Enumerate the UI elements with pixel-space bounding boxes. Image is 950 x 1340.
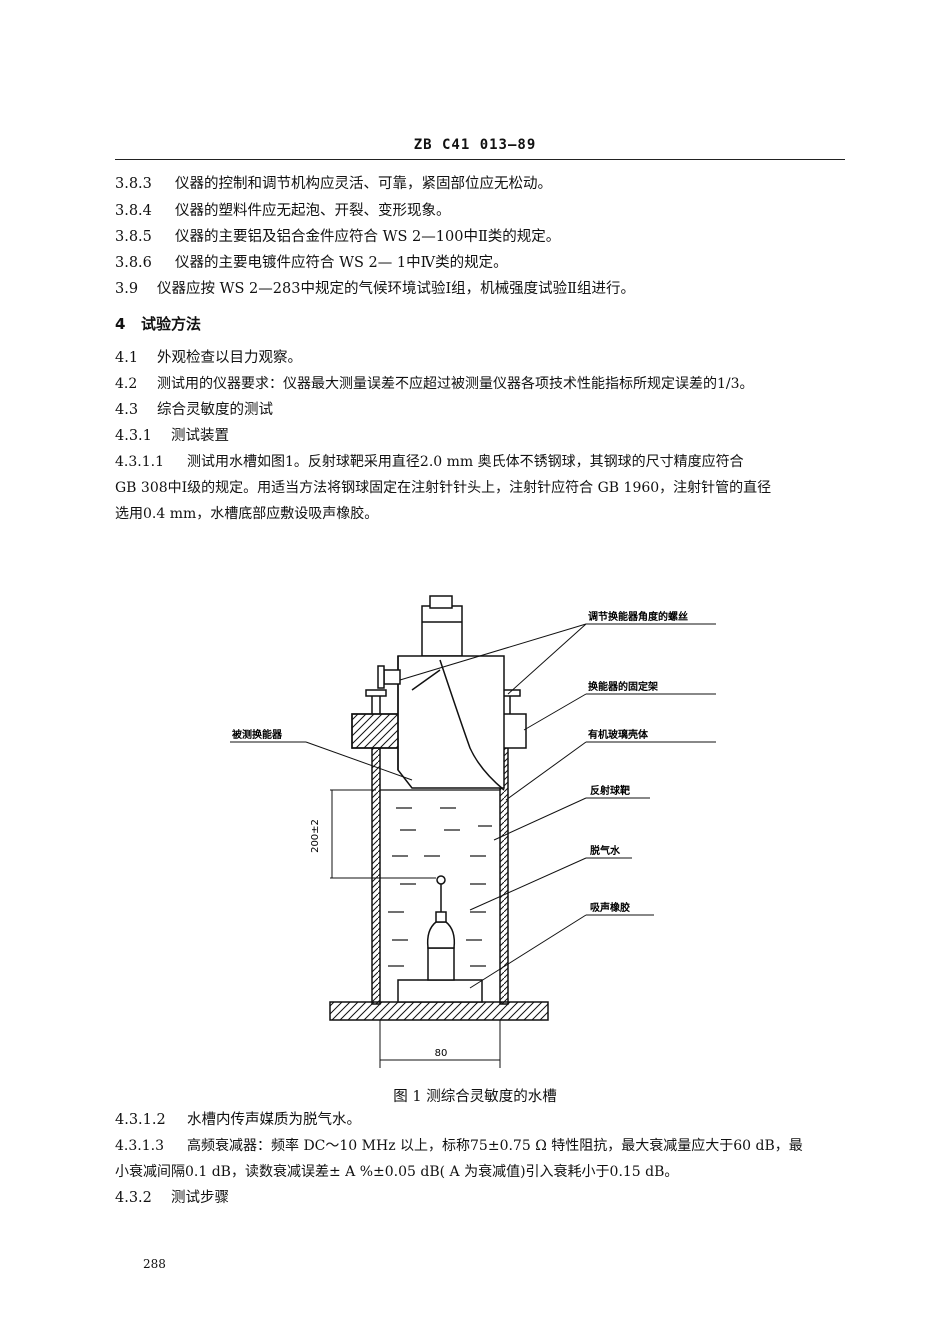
degassed-water bbox=[380, 789, 500, 967]
page-number: 288 bbox=[143, 1257, 166, 1271]
clause-3-9: 3.9 仪器应按 WS 2—283中规定的气候环境试验Ⅰ组，机械强度试验Ⅱ组进行。 bbox=[115, 277, 850, 302]
tested-transducer bbox=[397, 595, 505, 791]
clause-text: 测试用的仪器要求：仪器最大测量误差不应超过被测量仪器各项技术性能指标所规定误差的… bbox=[157, 376, 754, 392]
clause-3-8-5: 3.8.5 仪器的主要铝及铝合金件应符合 WS 2—100中Ⅱ类的规定。 bbox=[115, 225, 850, 250]
clause-4-3-1-3: 4.3.1.3 高频衰减器：频率 DC～10 MHz 以上，标称75±0.75 Ω… bbox=[115, 1134, 850, 1159]
width-dimension-label: 80 bbox=[435, 1048, 448, 1059]
header-rule bbox=[115, 159, 845, 160]
clause-text-line1: 高频衰减器：频率 DC～10 MHz 以上，标称75±0.75 Ω 特性阻抗，最… bbox=[187, 1138, 803, 1154]
needle-holder bbox=[426, 884, 456, 981]
clause-text: 水槽内传声媒质为脱气水。 bbox=[187, 1112, 361, 1128]
clause-number: 3.8.5 bbox=[115, 229, 152, 245]
section-title: 试验方法 bbox=[141, 315, 202, 333]
figure-caption: 图 1 测综合灵敏度的水槽 bbox=[393, 1089, 557, 1105]
clause-number: 4.3 bbox=[115, 402, 139, 418]
clause-text: 综合灵敏度的测试 bbox=[157, 402, 273, 418]
clause-number: 4.3.1.2 bbox=[115, 1112, 166, 1128]
clause-4-3-2: 4.3.2 测试步骤 bbox=[115, 1186, 850, 1211]
clause-text: 测试装置 bbox=[171, 428, 229, 444]
label-adjust-screw: 调节换能器角度的螺丝 bbox=[588, 610, 688, 623]
leader-lines bbox=[230, 623, 716, 989]
clause-text: 仪器的塑料件应无起泡、开裂、变形现象。 bbox=[175, 203, 451, 219]
section-heading-4: 4 试验方法 bbox=[115, 312, 850, 337]
clause-text: 仪器应按 WS 2—283中规定的气候环境试验Ⅰ组，机械强度试验Ⅱ组进行。 bbox=[157, 281, 636, 297]
angle-adjust-screw bbox=[377, 665, 401, 689]
clause-4-3: 4.3 综合灵敏度的测试 bbox=[115, 398, 850, 423]
clause-3-8-3: 3.8.3 仪器的控制和调节机构应灵活、可靠，紧固部位应无松动。 bbox=[115, 172, 850, 197]
water-tank-diagram: 200±2 80 调节换能器角度的螺丝 换能器的 bbox=[230, 595, 716, 1068]
label-target: 反射球靶 bbox=[590, 784, 630, 797]
clause-number: 3.9 bbox=[115, 281, 139, 297]
clause-number: 4.3.1.1 bbox=[115, 454, 164, 470]
label-transducer: 被测换能器 bbox=[232, 728, 283, 741]
clause-3-8-6: 3.8.6 仪器的主要电镀件应符合 WS 2— 1中Ⅳ类的规定。 bbox=[115, 251, 850, 276]
clause-text: 外观检查以目力观察。 bbox=[157, 350, 302, 366]
clause-number: 4.2 bbox=[115, 376, 138, 392]
section-number: 4 bbox=[115, 315, 126, 333]
clause-4-3-1-1-line2: GB 308中Ⅰ级的规定。用适当方法将钢球固定在注射针针头上，注射针应符合 GB… bbox=[115, 480, 772, 496]
clause-4-3-1-1-line3: 选用0.4 mm，水槽底部应敷设吸声橡胶。 bbox=[115, 506, 379, 522]
base-plate bbox=[329, 1001, 549, 1021]
sound-absorbing-rubber bbox=[397, 979, 483, 1003]
label-rubber: 吸声橡胶 bbox=[590, 901, 630, 914]
clause-4-3-1-2: 4.3.1.2 水槽内传声媒质为脱气水。 bbox=[115, 1108, 850, 1133]
clause-4-2: 4.2 测试用的仪器要求：仪器最大测量误差不应超过被测量仪器各项技术性能指标所规定… bbox=[115, 372, 850, 397]
height-dimension bbox=[330, 789, 436, 879]
clause-number: 4.1 bbox=[115, 350, 139, 366]
standard-code-header: ZB C41 013—89 bbox=[413, 137, 537, 153]
label-water: 脱气水 bbox=[590, 844, 621, 857]
clause-number: 3.8.6 bbox=[115, 255, 152, 271]
clause-4-3-1-1: 4.3.1.1 测试用水槽如图1。反射球靶采用直径2.0 mm 奥氏体不锈钢球，其… bbox=[115, 450, 850, 475]
clause-3-8-4: 3.8.4 仪器的塑料件应无起泡、开裂、变形现象。 bbox=[115, 199, 850, 224]
clause-text: 仪器的主要电镀件应符合 WS 2— 1中Ⅳ类的规定。 bbox=[175, 255, 508, 271]
width-dimension bbox=[379, 1020, 501, 1068]
label-shell: 有机玻璃壳体 bbox=[588, 728, 649, 741]
clause-text-line1: 测试用水槽如图1。反射球靶采用直径2.0 mm 奥氏体不锈钢球，其钢球的尺寸精度… bbox=[187, 454, 744, 470]
clause-number: 4.3.2 bbox=[115, 1190, 152, 1206]
reflecting-ball-target bbox=[436, 875, 446, 885]
height-dimension-label: 200±2 bbox=[310, 819, 321, 853]
clause-number: 3.8.4 bbox=[115, 203, 152, 219]
clause-4-3-1: 4.3.1 测试装置 bbox=[115, 424, 850, 449]
label-holder: 换能器的固定架 bbox=[588, 680, 658, 693]
clause-number: 3.8.3 bbox=[115, 176, 152, 192]
clause-text: 仪器的主要铝及铝合金件应符合 WS 2—100中Ⅱ类的规定。 bbox=[175, 229, 561, 245]
clause-4-3-1-3-line2: 小衰减间隔0.1 dB，读数衰减误差± A %±0.05 dB( A 为衰减值)… bbox=[115, 1164, 679, 1180]
clause-number: 4.3.1 bbox=[115, 428, 152, 444]
clause-text: 仪器的控制和调节机构应灵活、可靠，紧固部位应无松动。 bbox=[175, 176, 552, 192]
clause-number: 4.3.1.3 bbox=[115, 1138, 164, 1154]
clause-text: 测试步骤 bbox=[171, 1190, 229, 1206]
clause-4-1: 4.1 外观检查以目力观察。 bbox=[115, 346, 850, 371]
